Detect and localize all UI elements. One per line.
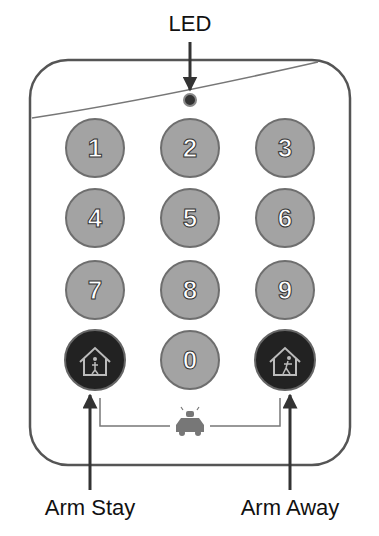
keypad-key: 5 — [160, 188, 220, 248]
keypad-key: 7 — [65, 260, 125, 320]
callout-label: LED — [169, 12, 212, 36]
key-digit: 5 — [183, 205, 197, 231]
callout-label: Arm Stay — [45, 496, 135, 520]
key-digit: 4 — [88, 205, 102, 231]
keypad-key: 3 — [255, 118, 315, 178]
keypad-key: 4 — [65, 188, 125, 248]
leader-arrow — [89, 395, 92, 490]
arm-away-key — [255, 330, 315, 390]
arm-stay-key — [65, 330, 125, 390]
panic-car-icon — [176, 407, 204, 436]
key-digit: 2 — [183, 135, 197, 161]
cover-curve — [32, 62, 318, 118]
keypad-key: 8 — [160, 260, 220, 320]
keypad-key: 9 — [255, 260, 315, 320]
key-digit: 3 — [278, 135, 292, 161]
key-digit: 1 — [88, 135, 102, 161]
key-digit: 7 — [88, 277, 102, 303]
callout-label: Arm Away — [241, 496, 340, 520]
key-digit: 6 — [278, 205, 292, 231]
key-digit: 8 — [183, 277, 197, 303]
keypad-key: 1 — [65, 118, 125, 178]
key-digit: 0 — [183, 347, 197, 373]
keypad-key: 6 — [255, 188, 315, 248]
keypad-housing — [30, 60, 350, 465]
led-indicator — [184, 94, 196, 106]
keypad-key: 0 — [160, 330, 220, 390]
leader-arrow — [289, 395, 292, 490]
key-digit: 9 — [278, 277, 292, 303]
leader-arrow — [189, 42, 192, 90]
keypad-key: 2 — [160, 118, 220, 178]
